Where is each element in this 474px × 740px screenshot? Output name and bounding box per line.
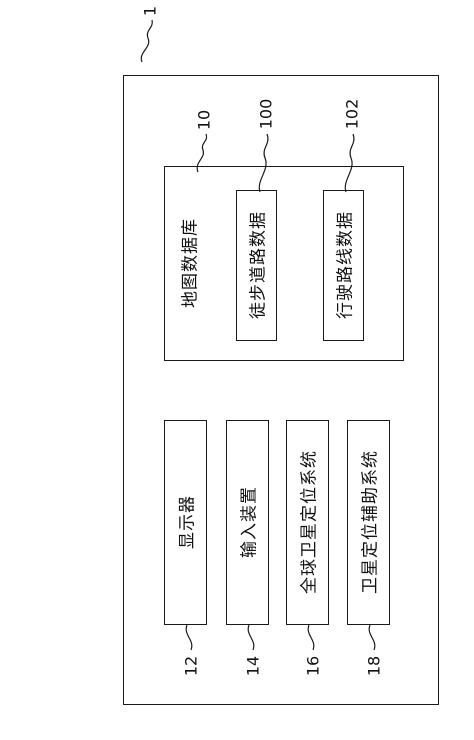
driving-route-data-box: [323, 190, 364, 341]
leader-16: [307, 624, 315, 651]
ref-102: 102: [342, 98, 362, 130]
ref-12: 12: [181, 655, 201, 677]
leader-1: [140, 19, 153, 63]
gps-box: [286, 420, 329, 625]
leader-14: [247, 624, 255, 651]
leader-12: [185, 624, 193, 651]
ref-10: 10: [194, 109, 214, 131]
satellite-aux-box: [347, 420, 390, 625]
display-box: [164, 420, 207, 625]
ref-14: 14: [243, 655, 263, 677]
map-database-box: [164, 166, 404, 361]
input-device-box: [226, 420, 269, 625]
leader-100: [258, 133, 269, 193]
walking-road-data-box: [236, 190, 277, 341]
leader-10: [196, 133, 208, 173]
ref-100: 100: [256, 98, 276, 130]
leader-102: [344, 133, 355, 193]
leader-18: [368, 624, 376, 651]
ref-18: 18: [364, 655, 384, 677]
ref-1: 1: [140, 5, 160, 17]
ref-16: 16: [303, 655, 323, 677]
